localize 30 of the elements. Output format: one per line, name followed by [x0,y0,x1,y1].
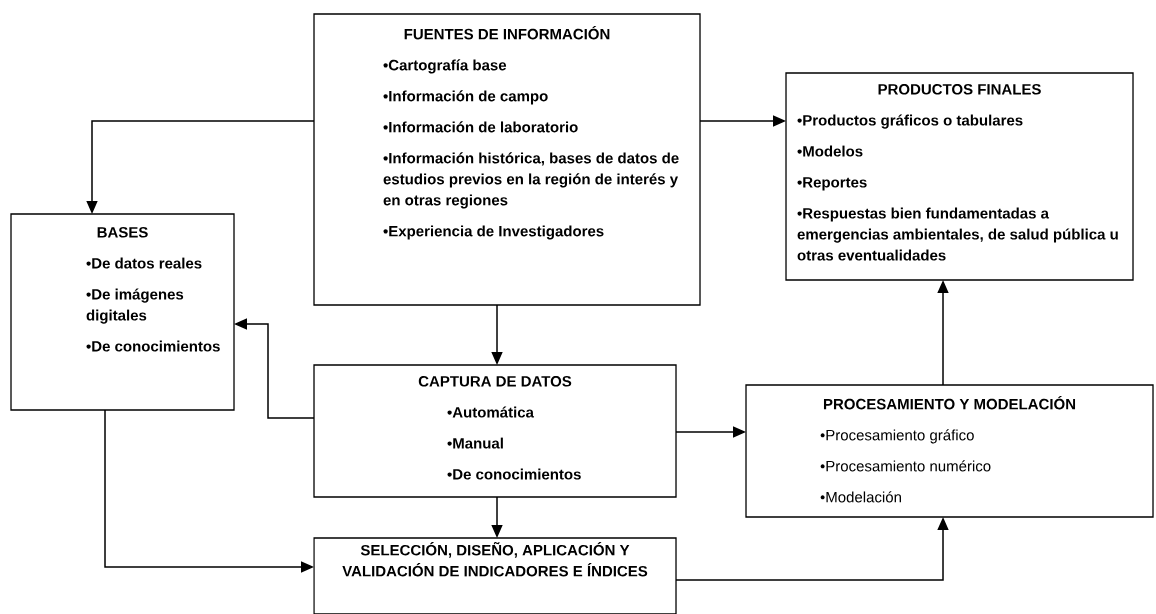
bullet-item: •Procesamiento gráfico [820,429,974,444]
bullet-item: •De datos reales [86,257,202,269]
heading: PROCESAMIENTO Y MODELACIÓN [824,396,1075,410]
bullet-item: •Información de laboratorio [383,121,578,133]
process-box [313,13,701,306]
bullet-item: •Información de campo [383,90,548,105]
heading: CAPTURA DE DATOS [418,376,572,387]
bullet-item: •De imágenes digitales [86,288,184,324]
process-box [745,384,1154,518]
heading: FUENTES DE INFORMACIÓN [404,26,610,40]
bullet-item: •Manual [447,437,503,449]
heading: PRODUCTOS FINALES [878,84,1041,95]
bullet-item: •Productos gráficos o tabulares [797,114,1023,129]
heading: SELECCIÓN, DISEÑO, APLICACIÓN Y VALIDACIÓN DE INDICADORES E ÍNDICES [342,542,648,577]
process-box [10,213,235,411]
bullet-item: •Respuestas bien fundamentadas a emergencias ambientales, de salud pública u otras eventualidades [797,207,1118,261]
process-box [785,72,1134,281]
bullet-item: •Modelos [797,145,863,157]
bullet-item: •De conocimientos [447,468,581,480]
bullet-item: •De conocimientos [86,340,220,352]
process-box [313,364,677,498]
bullet-item: •Automática [447,406,535,418]
bullet-item: •Cartografía base [383,59,507,74]
heading: BASES [97,227,148,238]
bullet-item: •Experiencia de Investigadores [383,225,604,240]
bullet-item: •Información histórica, bases de datos de estudios previos en la región de interés y en otras regiones [383,152,679,209]
bullet-item: •Procesamiento numérico [820,460,991,472]
bullet-item: •Modelación [820,491,901,503]
bullet-item: •Reportes [797,177,867,191]
process-box [313,537,677,614]
